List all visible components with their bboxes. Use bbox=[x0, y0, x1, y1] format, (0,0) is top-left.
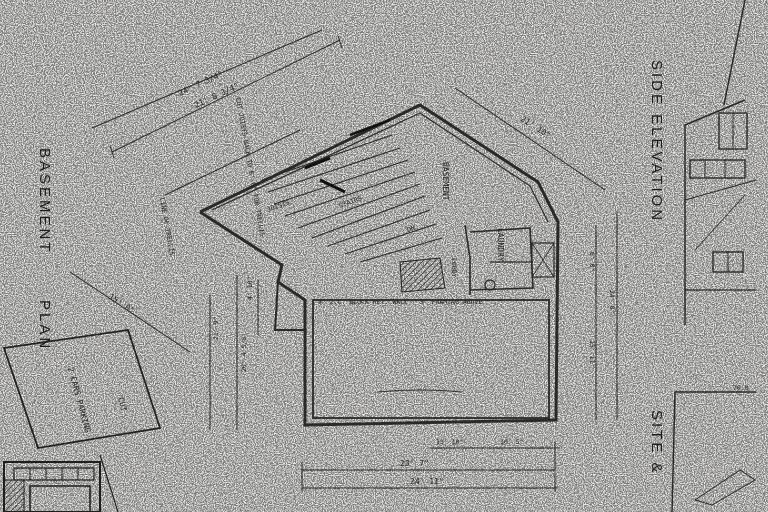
dim-right-v2: 15' 11" bbox=[588, 340, 596, 367]
main-room-outline bbox=[312, 299, 550, 419]
dim-right-v1: 6' 0" bbox=[588, 252, 596, 272]
dim-left-v3: 4' 10" bbox=[246, 277, 254, 300]
dim-bottom-b: 10' 5" bbox=[500, 438, 523, 446]
label-laundry: LAUNDRY bbox=[496, 228, 505, 262]
parking-area bbox=[2, 329, 162, 450]
label-basement-room: BASEMENT bbox=[441, 162, 450, 201]
title-basement: BASEMENT bbox=[36, 148, 53, 255]
title-site: SITE & bbox=[648, 410, 665, 476]
dim-bottom-c: 23' 7" bbox=[400, 459, 429, 468]
basement-outline bbox=[199, 103, 560, 427]
label-lobby: LOBBY bbox=[450, 258, 458, 278]
dimension-lines bbox=[69, 29, 618, 492]
title-plan: PLAN bbox=[36, 300, 53, 351]
dim-bottom-a: 13' 10" bbox=[436, 438, 463, 446]
label-parking-sub: CUT bbox=[116, 396, 128, 412]
dim-left-v1: 21' 9" bbox=[212, 317, 220, 340]
label-dn: DN bbox=[406, 224, 416, 234]
label-site-level: 70.0 bbox=[733, 384, 749, 392]
elevation-fragment bbox=[3, 454, 119, 512]
dim-right-v3: 24' 8" bbox=[608, 290, 616, 313]
title-side-elevation: SIDE ELEVATION bbox=[648, 60, 665, 223]
dim-bottom-d: 24' 11" bbox=[410, 477, 444, 486]
side-elevation-sketch bbox=[684, 0, 757, 325]
label-wall-note: 8" Z.C. BLOCK RET. WALL · 3" FRAMING ABO… bbox=[318, 298, 482, 306]
site-sketch bbox=[671, 391, 756, 512]
dim-left-v2: 20' 4 5/8" bbox=[240, 333, 248, 372]
